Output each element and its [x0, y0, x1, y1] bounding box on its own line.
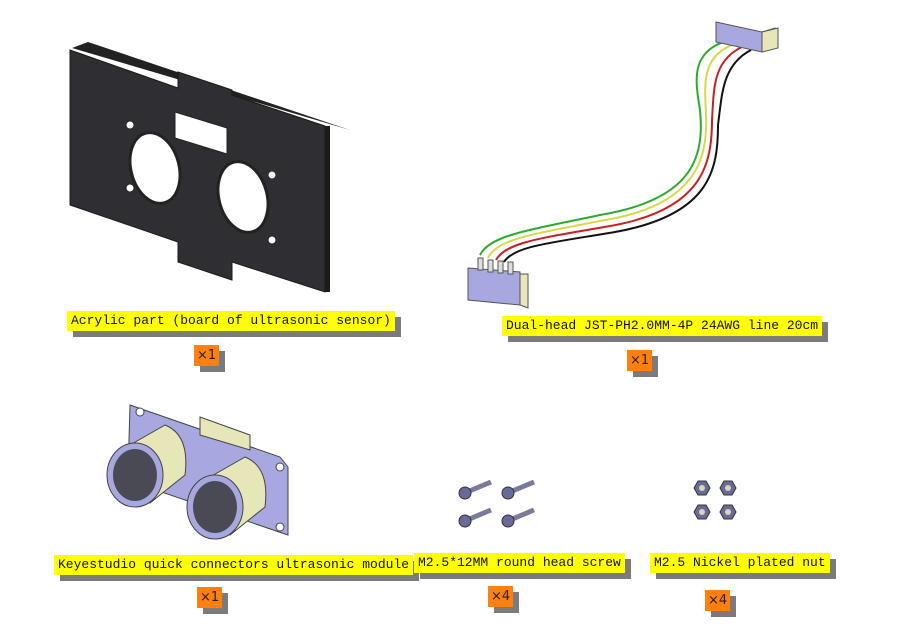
nut-icon: [719, 480, 737, 496]
screw-icon: [458, 507, 492, 528]
nut-icon: [719, 504, 737, 520]
part-label-jst-cable: Dual-head JST-PH2.0MM-4P 24AWG line 20cm: [502, 316, 823, 336]
ultrasonic-module-image: [106, 404, 289, 540]
part-label-ultrasonic-module: Keyestudio quick connectors ultrasonic m…: [54, 555, 414, 575]
quantity-badge-nuts: ×4: [705, 590, 731, 611]
quantity-badge-acrylic: ×1: [194, 345, 220, 366]
jst-cable-image: [467, 21, 779, 309]
screw-icon: [501, 479, 535, 500]
screw-icon: [501, 507, 535, 528]
nut-icon: [693, 480, 711, 496]
quantity-badge-ultrasonic-module: ×1: [197, 587, 223, 608]
quantity-badge-screws: ×4: [488, 586, 514, 607]
screw-icon: [458, 479, 492, 500]
acrylic-board-image: [69, 42, 350, 293]
screws-image: [458, 479, 535, 528]
part-label-acrylic: Acrylic part (board of ultrasonic sensor…: [67, 311, 395, 331]
quantity-badge-jst-cable: ×1: [627, 350, 653, 371]
part-label-screws: M2.5*12MM round head screw: [414, 553, 625, 573]
part-label-nuts: M2.5 Nickel plated nut: [650, 553, 830, 573]
nuts-image: [693, 480, 737, 520]
nut-icon: [693, 504, 711, 520]
